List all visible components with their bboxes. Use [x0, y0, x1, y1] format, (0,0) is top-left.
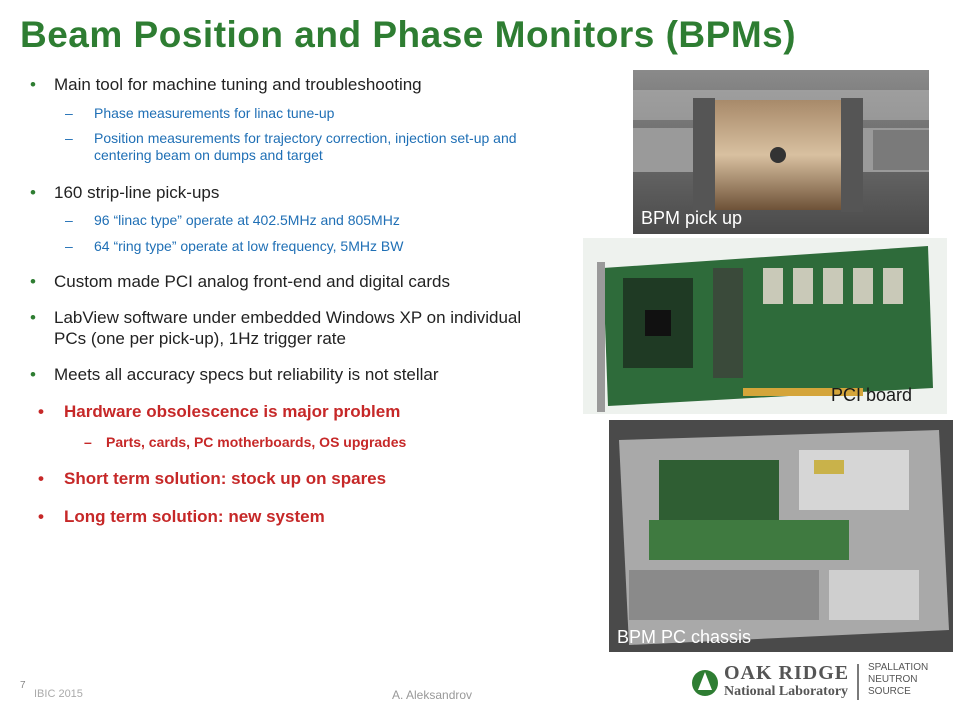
sub-bullet-parts: Parts, cards, PC motherboards, OS upgrad…	[28, 434, 568, 451]
conference-label: IBIC 2015	[34, 688, 83, 700]
author-label: A. Aleksandrov	[392, 688, 473, 702]
bpm-chassis-photo: BPM PC chassis	[609, 420, 953, 652]
bullet-custom: Custom made PCI analog front-end and dig…	[28, 271, 534, 292]
logo-sns-line1: SPALLATION	[868, 662, 929, 673]
bpm-chassis-caption: BPM PC chassis	[617, 627, 752, 647]
bullet-main-tool: Main tool for machine tuning and trouble…	[28, 74, 568, 95]
pci-board-caption: PCI board	[831, 385, 913, 405]
bullet-list: Main tool for machine tuning and trouble…	[28, 74, 568, 527]
logo-sns-line3: SOURCE	[868, 686, 911, 697]
bullet-long-term: Long term solution: new system	[28, 506, 568, 527]
bullet-short-term: Short term solution: stock up on spares	[28, 468, 568, 489]
sub-bullet-phase: Phase measurements for linac tune-up	[28, 105, 568, 122]
bpm-pickup-photo: BPM pick up	[633, 70, 929, 234]
oak-ridge-logo: OAK RIDGE National Laboratory SPALLATION…	[690, 660, 950, 706]
bullet-count: 160 strip-line pick-ups	[28, 182, 568, 203]
logo-oak-ridge-text: OAK RIDGE	[724, 662, 850, 684]
sub-bullet-position: Position measurements for trajectory cor…	[28, 130, 534, 164]
bpm-pickup-illustration	[633, 70, 929, 234]
bpm-pickup-caption: BPM pick up	[641, 208, 743, 228]
bpm-chassis-illustration	[609, 420, 953, 652]
sub-bullet-ring: 64 “ring type” operate at low frequency,…	[28, 238, 568, 255]
bullet-labview: LabView software under embedded Windows …	[28, 307, 554, 349]
bullet-meets: Meets all accuracy specs but reliability…	[28, 364, 568, 385]
oak-ridge-logo-mark	[692, 664, 859, 700]
slide-title: Beam Position and Phase Monitors (BPMs)	[20, 14, 797, 55]
bullet-obsolescence: Hardware obsolescence is major problem	[28, 401, 568, 422]
pci-board-photo: PCI board	[583, 238, 947, 414]
logo-sns-text: SPALLATION NEUTRON SOURCE	[868, 662, 928, 698]
pci-board-illustration	[583, 238, 947, 414]
logo-sns-line2: NEUTRON	[868, 674, 918, 685]
page-number: 7	[20, 680, 26, 691]
sub-bullet-linac: 96 “linac type” operate at 402.5MHz and …	[28, 212, 568, 229]
logo-national-lab-text: National Laboratory	[724, 684, 849, 699]
